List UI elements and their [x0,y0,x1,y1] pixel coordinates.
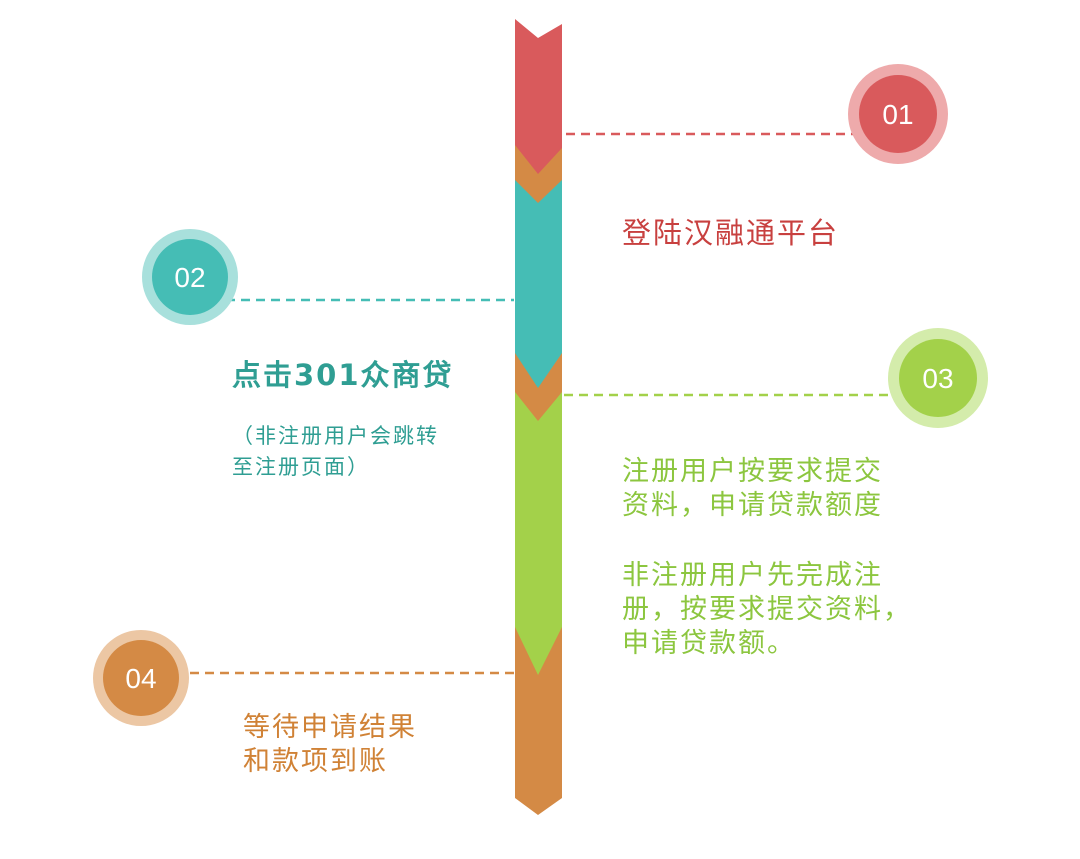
text-line: 申请贷款额。 [622,628,796,659]
step-badge-04: 04 [93,630,189,726]
step-badge-01: 01 [848,64,948,164]
teal-arrow-segment [515,180,562,388]
text-line: 非注册用户先完成注 [622,560,883,591]
step-04-text: 等待申请结果 和款项到账 [243,711,417,779]
text-line: 等待申请结果 [243,712,417,743]
text-line: 注册用户按要求提交 [622,456,883,487]
red-arrow-segment [515,19,562,174]
step-badge-02: 02 [142,229,238,325]
step-02-title: 点击301众商贷 [232,358,454,392]
step-badge-03: 03 [888,328,988,428]
svg-text:02: 02 [174,262,205,293]
note-line: （非注册用户会跳转 [232,424,439,448]
text-line: 资料，申请贷款额度 [622,490,883,521]
note-line: 至注册页面） [232,455,370,479]
step-01-title: 登陆汉融通平台 [622,216,840,250]
svg-text:01: 01 [882,99,913,130]
text-line: 和款项到账 [243,746,388,777]
text-line: 册，按要求提交资料， [622,594,912,625]
step-03-text: 注册用户按要求提交 资料，申请贷款额度 非注册用户先完成注 册，按要求提交资料，… [622,455,912,661]
spacer [622,523,912,559]
green-arrow-segment [515,392,562,675]
svg-text:04: 04 [125,663,156,694]
svg-text:03: 03 [922,363,953,394]
step-02-note: （非注册用户会跳转 至注册页面） [232,421,439,483]
